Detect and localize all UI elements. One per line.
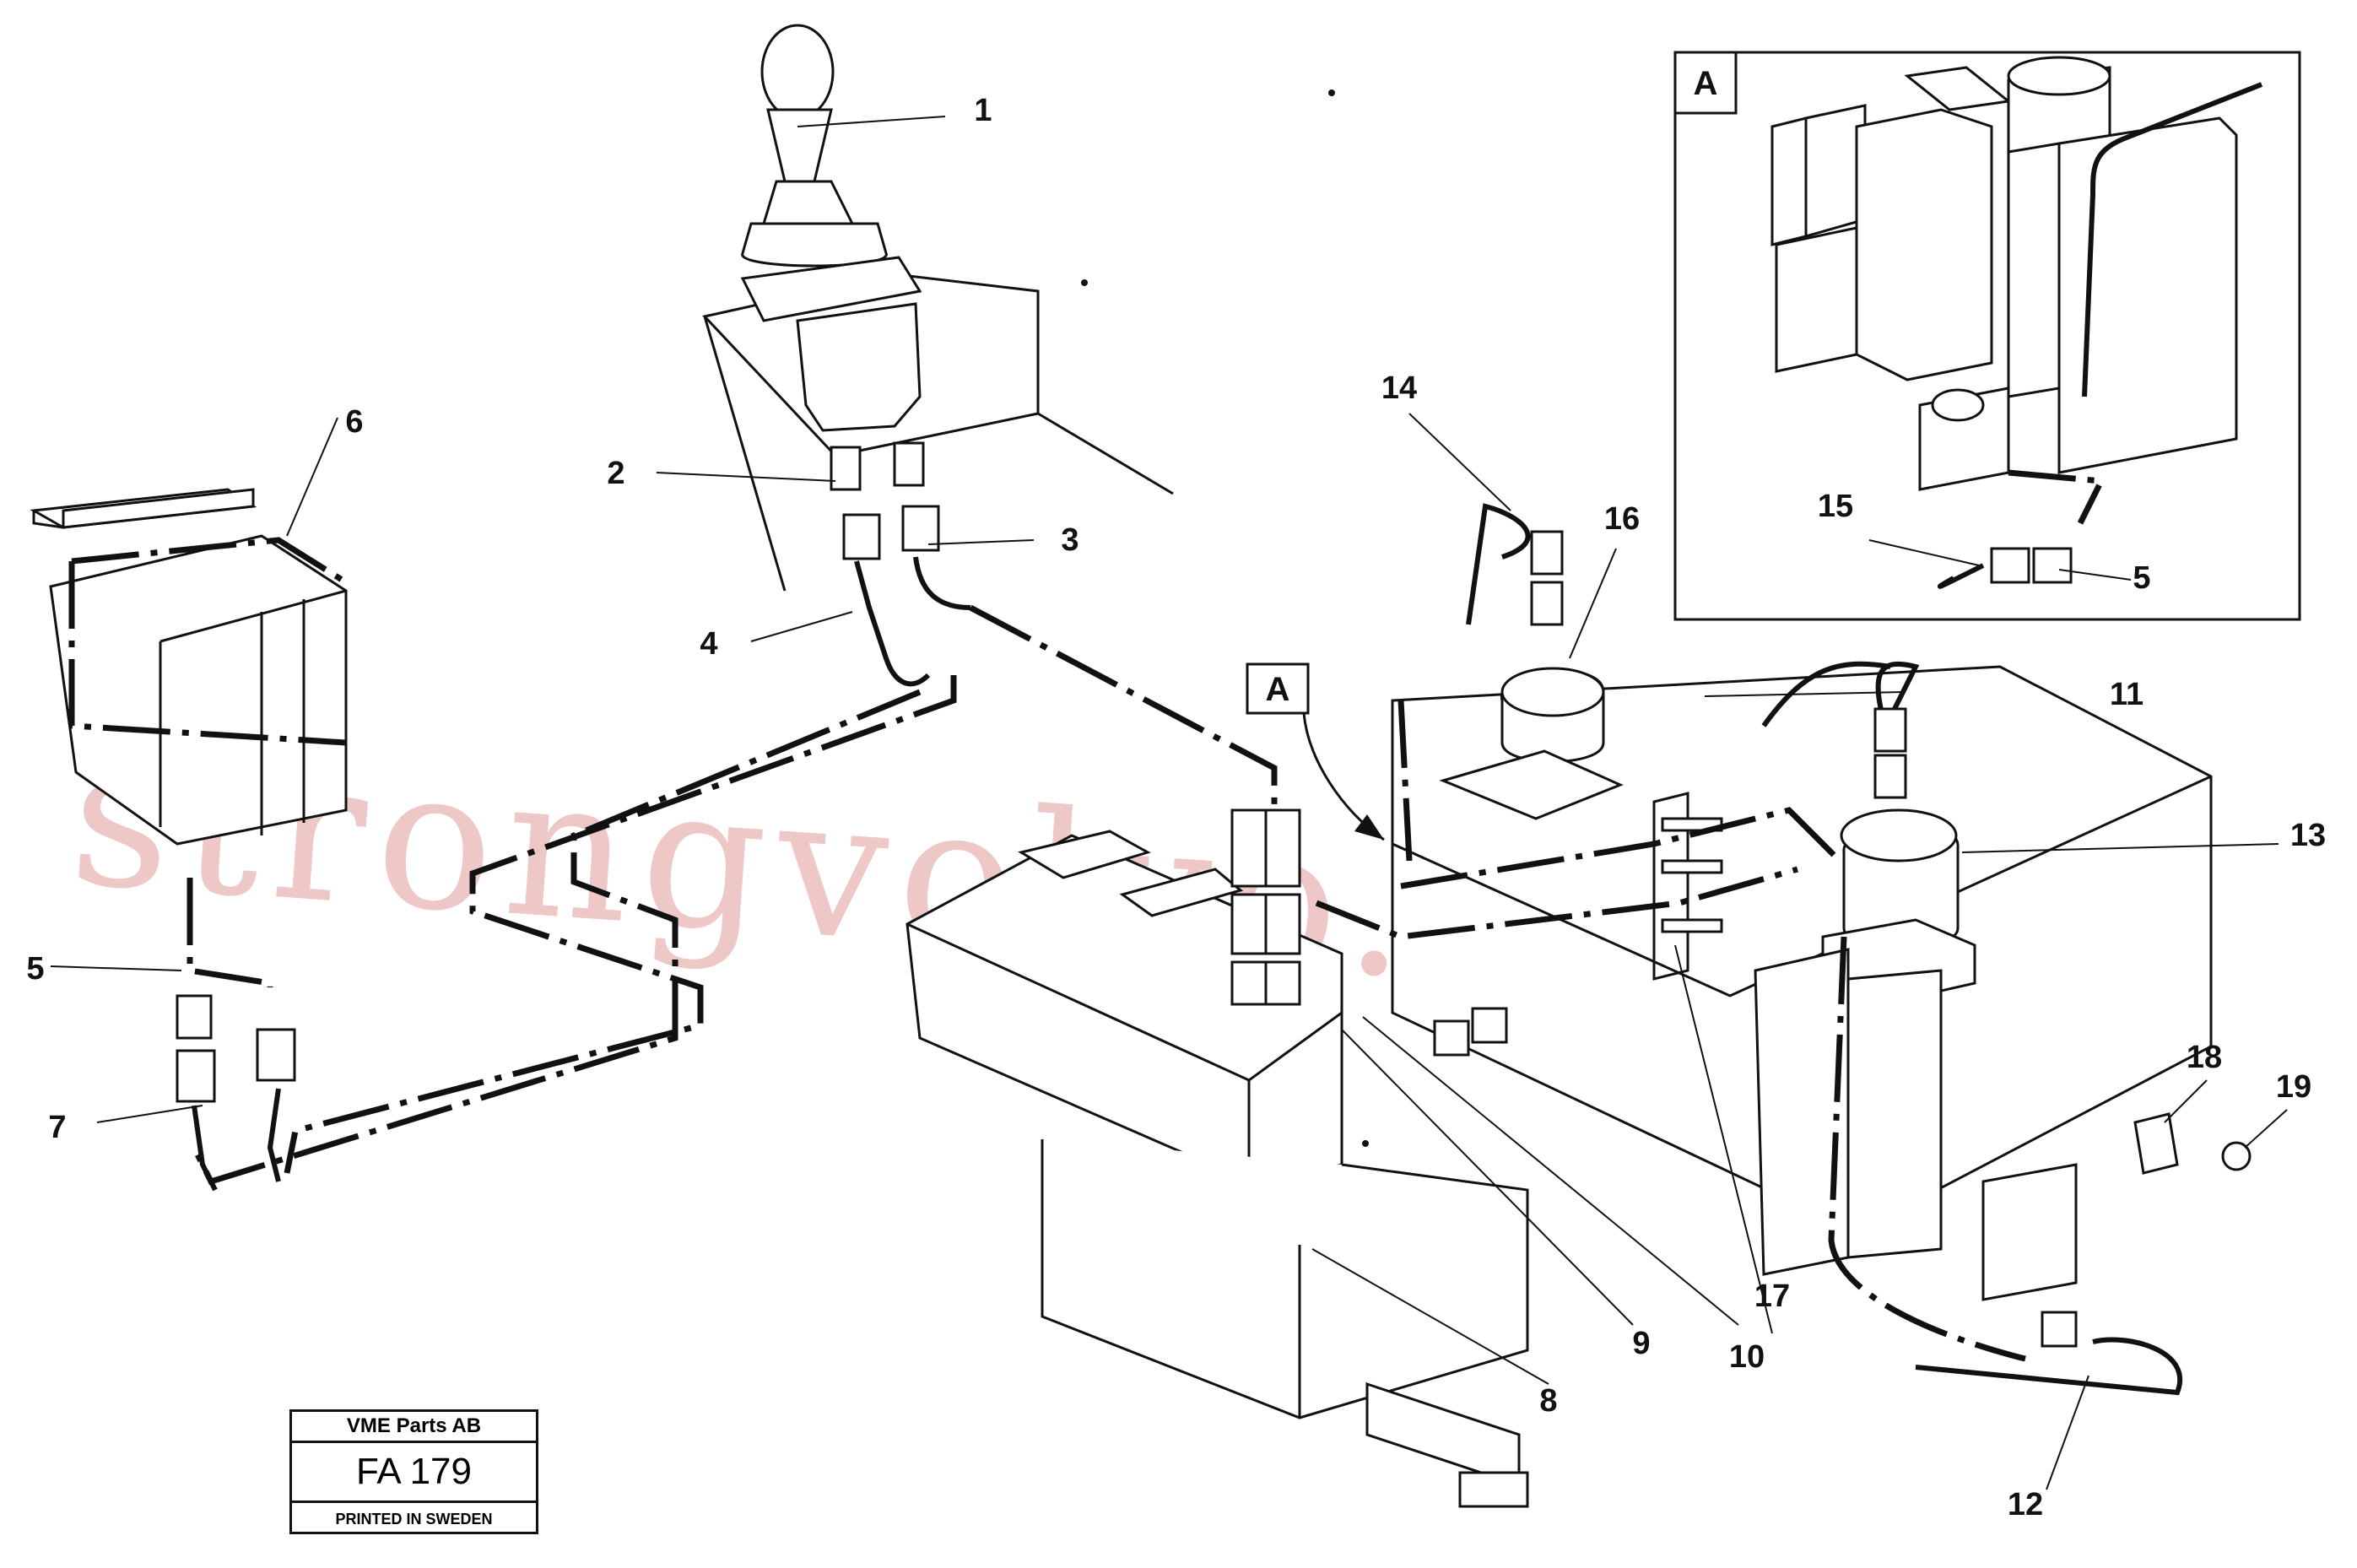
leader-lines — [50, 116, 2288, 1490]
callout-5-inset: 5 — [2133, 560, 2150, 596]
callout-12: 12 — [2008, 1487, 2043, 1522]
callout-15: 15 — [1818, 489, 1853, 524]
callouts: 1 2 3 4 5 5 6 7 8 9 10 11 12 13 14 15 16… — [26, 93, 2326, 1522]
stamp-code: FA 179 — [292, 1443, 536, 1503]
callout-6: 6 — [345, 404, 363, 440]
callout-1: 1 — [974, 93, 992, 128]
callout-10: 10 — [1729, 1339, 1765, 1375]
callout-9: 9 — [1632, 1326, 1650, 1361]
detail-tag: A — [1266, 671, 1290, 708]
detail-marker: A — [1246, 662, 1385, 841]
callout-4: 4 — [700, 626, 717, 662]
hose-runs — [187, 503, 2182, 1396]
callout-13: 13 — [2290, 818, 2326, 853]
callout-3: 3 — [1061, 522, 1078, 558]
callout-5: 5 — [26, 951, 44, 987]
detail-inset: A — [1673, 51, 2301, 621]
detail-inset-tag: A — [1694, 65, 1718, 102]
stray-dot — [1328, 89, 1335, 96]
title-stamp: VME Parts AB FA 179 PRINTED IN SWEDEN — [289, 1409, 538, 1534]
callout-16: 16 — [1604, 501, 1640, 537]
stray-dot — [1362, 1140, 1369, 1147]
callout-7: 7 — [48, 1110, 66, 1145]
callout-17: 17 — [1754, 1279, 1790, 1314]
fittings — [176, 530, 2078, 1348]
callout-8: 8 — [1539, 1383, 1557, 1419]
right-valve-housing — [1391, 665, 2252, 1301]
stamp-printed: PRINTED IN SWEDEN — [335, 1511, 493, 1527]
callout-2: 2 — [607, 456, 624, 491]
pilot-valve-block — [30, 488, 348, 846]
stray-dot — [1081, 279, 1088, 286]
callout-19: 19 — [2276, 1069, 2311, 1105]
callout-18: 18 — [2187, 1040, 2222, 1075]
callout-11: 11 — [2110, 677, 2143, 712]
stamp-company: VME Parts AB — [292, 1412, 536, 1443]
callout-14: 14 — [1381, 370, 1417, 406]
joystick — [702, 24, 1174, 687]
